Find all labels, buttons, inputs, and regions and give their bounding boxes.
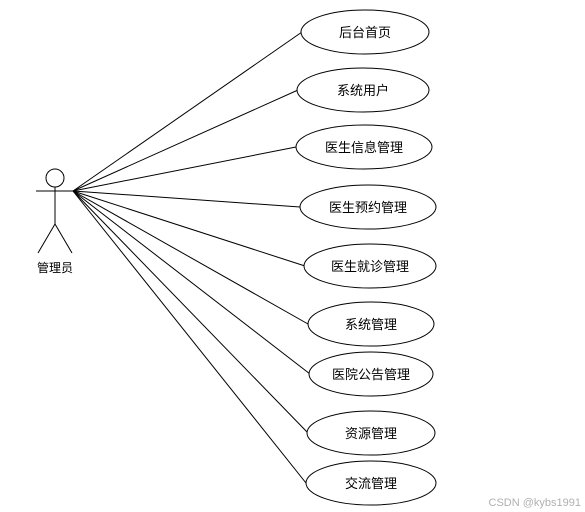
actor-figure — [36, 168, 73, 254]
use-case-label: 医生预约管理 — [329, 201, 407, 216]
actor-head — [45, 168, 65, 188]
watermark: CSDN @kybs1991 — [488, 497, 581, 509]
use-case-resource-management[interactable] — [306, 410, 436, 456]
association-line — [72, 89, 299, 192]
association-line — [72, 146, 297, 192]
use-case-hospital-notice[interactable] — [308, 351, 434, 397]
association-line — [72, 31, 303, 192]
use-case-label: 交流管理 — [345, 476, 397, 492]
actor-left-leg — [37, 223, 56, 254]
use-case-doctor-visit[interactable] — [303, 243, 437, 289]
use-case-system-management[interactable] — [307, 301, 435, 347]
association-lines — [72, 31, 311, 484]
use-cases — [295, 9, 437, 506]
association-line — [72, 190, 309, 325]
use-case-label: 医生就诊管理 — [331, 260, 409, 275]
use-case-label: 后台首页 — [339, 26, 391, 41]
use-case-doctor-appointment[interactable] — [299, 184, 437, 230]
association-line — [72, 190, 311, 375]
actor-label: 管理员 — [37, 260, 73, 275]
use-case-doctor-info[interactable] — [295, 124, 433, 170]
use-case-label: 医生信息管理 — [325, 140, 403, 156]
use-case-label: 系统管理 — [345, 318, 397, 333]
actor-right-leg — [54, 223, 73, 254]
use-case-homepage[interactable] — [300, 9, 430, 55]
use-case-label: 资源管理 — [345, 427, 397, 442]
use-case-communication-management[interactable] — [305, 460, 437, 506]
association-line — [72, 190, 306, 267]
association-line — [72, 190, 301, 208]
use-case-label: 医院公告管理 — [332, 368, 410, 383]
use-case-system-users[interactable] — [296, 67, 430, 113]
association-line — [72, 190, 307, 484]
association-line — [72, 190, 309, 434]
use-case-label: 系统用户 — [337, 83, 389, 99]
